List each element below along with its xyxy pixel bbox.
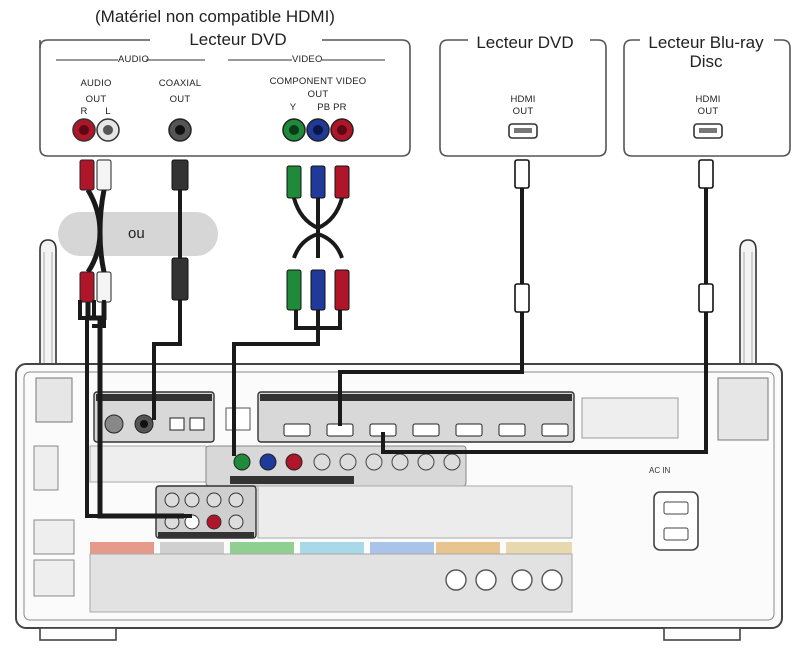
hdmi-out-jack-bluray — [693, 123, 723, 139]
audio-l-label: L — [105, 106, 111, 117]
component-pb-jack — [306, 118, 330, 142]
dvd-hdmi-label: HDMI — [510, 94, 536, 105]
antenna-left-icon — [39, 239, 57, 372]
audio-out-label: AUDIO — [80, 78, 112, 89]
dvd-analog-device — [39, 39, 411, 157]
bluray-title: Lecteur Blu-ray — [648, 33, 764, 52]
component-y-jack — [282, 118, 306, 142]
component-plugs — [286, 165, 350, 311]
audio-cable-route — [78, 300, 192, 518]
non-hdmi-note: (Matériel non compatible HDMI) — [95, 7, 335, 26]
comp-y-label: Y — [289, 102, 297, 113]
or-label: ou — [128, 225, 145, 242]
ac-inlet-icon — [653, 491, 699, 551]
coaxial-jack — [168, 118, 192, 142]
audio-group-label: AUDIO — [118, 54, 150, 65]
coaxial-cable — [152, 190, 182, 420]
hdmi-plugs-dvd — [514, 159, 530, 313]
bluray-title-2: Disc — [689, 52, 723, 71]
component-pr-jack — [330, 118, 354, 142]
hdmi-cable-bluray — [381, 188, 708, 454]
audio-r-label: R — [80, 106, 88, 117]
ac-in-label: AC IN — [649, 466, 671, 475]
dvd-hdmi-title: Lecteur DVD — [476, 33, 574, 52]
hdmi-cable-dvd — [338, 188, 524, 426]
coaxial-out-label: OUT — [169, 94, 191, 105]
bluray-hdmi-out-label: OUT — [697, 106, 719, 117]
hdmi-out-jack-dvd — [508, 123, 538, 139]
antenna-right-icon — [739, 239, 757, 372]
comp-pb-pr-label: PB PR — [317, 102, 347, 113]
component-label: COMPONENT VIDEO — [269, 76, 367, 87]
dvd-hdmi-device — [439, 39, 607, 157]
bluray-hdmi-label: HDMI — [695, 94, 721, 105]
bluray-hdmi-device — [623, 39, 791, 157]
video-group-label: VIDEO — [292, 54, 323, 65]
component-out-label: OUT — [307, 89, 329, 100]
audio-out-label-2: OUT — [85, 94, 107, 105]
dvd-hdmi-out-label: OUT — [512, 106, 534, 117]
av-receiver — [15, 363, 783, 641]
coaxial-plugs — [171, 159, 189, 301]
coaxial-label: COAXIAL — [158, 78, 202, 89]
rca-audio-r-jack — [72, 118, 96, 142]
audio-rca-plugs — [79, 159, 112, 303]
component-video-cable — [232, 197, 344, 456]
dvd-analog-title: Lecteur DVD — [189, 30, 287, 49]
hdmi-plugs-bluray — [698, 159, 714, 313]
rca-audio-l-jack — [96, 118, 120, 142]
